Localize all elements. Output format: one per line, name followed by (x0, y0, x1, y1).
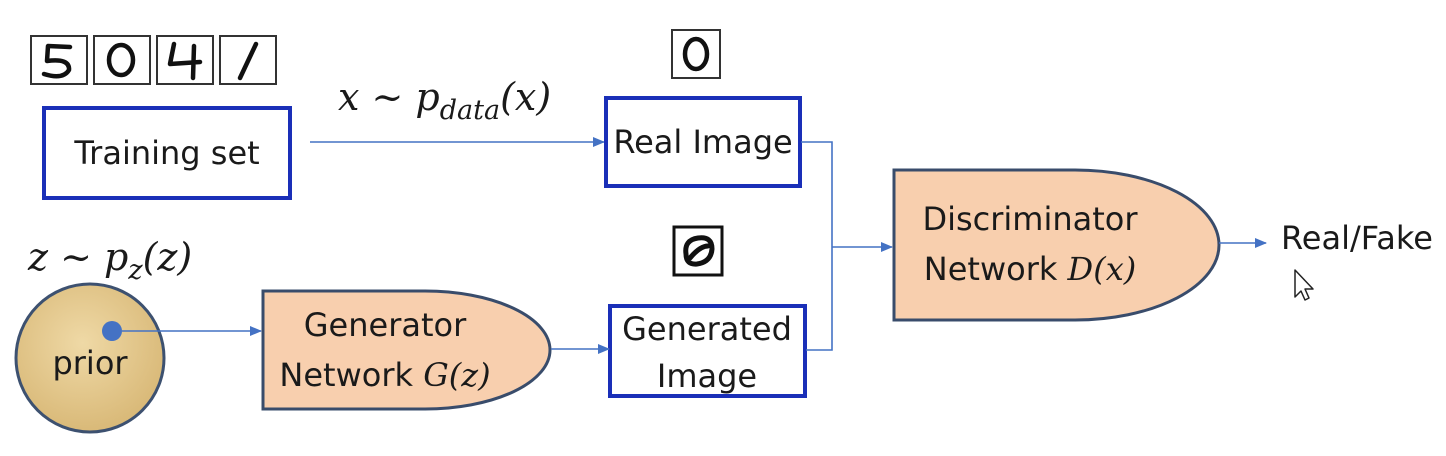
generator-label-line1: Generator (304, 306, 467, 344)
real-digit-thumbnail (671, 29, 721, 79)
mouse-cursor-icon (1294, 269, 1314, 301)
generator-label-line2: Network G(z) (279, 356, 490, 394)
x-distribution-label: x ~ pdata(x) (338, 75, 551, 126)
training-set-label: Training set (73, 134, 259, 172)
digit-thumbnail-4 (156, 35, 214, 85)
output-label: Real/Fake (1281, 219, 1433, 257)
discriminator-label-line2: Network D(x) (924, 250, 1136, 288)
prior-label: prior (52, 344, 128, 382)
prior-circle: prior (14, 282, 166, 434)
digit-thumbnail-0 (93, 35, 151, 85)
digit-thumbnail-5 (30, 35, 88, 85)
z-distribution-label: z ~ pz(z) (27, 235, 192, 286)
generated-image-label-line2: Image (657, 357, 757, 395)
training-digit-thumbnails (30, 35, 277, 85)
generator-network: Generator Network G(z) (261, 289, 552, 411)
prior-sample-dot (102, 321, 122, 341)
connector-generated-to-merge (806, 247, 833, 351)
generated-digit-thumbnail (672, 225, 724, 277)
discriminator-network: Discriminator Network D(x) (892, 168, 1221, 322)
digit-thumbnail-1 (219, 35, 277, 85)
generated-image-label-line1: Generated (622, 310, 792, 348)
training-set-box: Training set (42, 106, 292, 200)
discriminator-label-line1: Discriminator (922, 200, 1138, 238)
real-image-box: Real Image (604, 96, 802, 188)
generated-image-box: Generated Image (608, 304, 807, 398)
real-image-label: Real Image (613, 123, 792, 161)
connector-real-to-merge (801, 141, 833, 247)
